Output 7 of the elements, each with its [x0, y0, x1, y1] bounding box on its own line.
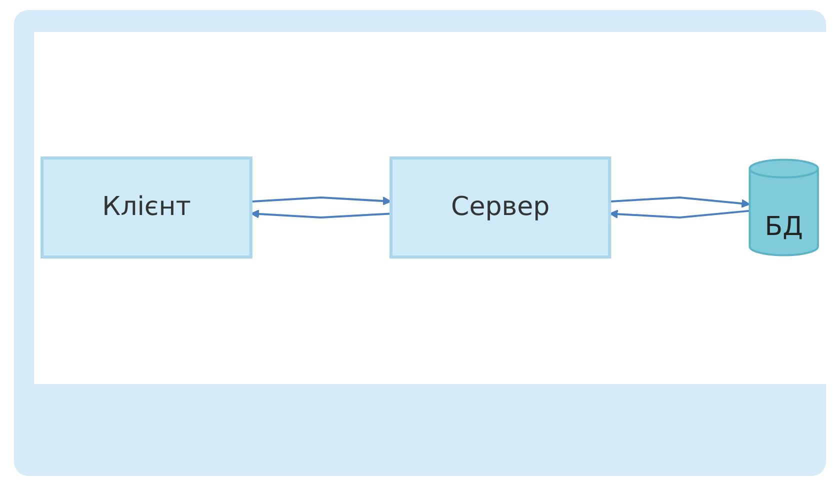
node-box — [40, 156, 252, 260]
arrow — [250, 196, 392, 206]
arrow — [250, 210, 392, 219]
node-box — [390, 156, 612, 260]
arrow — [610, 196, 750, 208]
arrow — [609, 210, 750, 219]
screen: Клієнт Сервер БД — [34, 32, 826, 384]
